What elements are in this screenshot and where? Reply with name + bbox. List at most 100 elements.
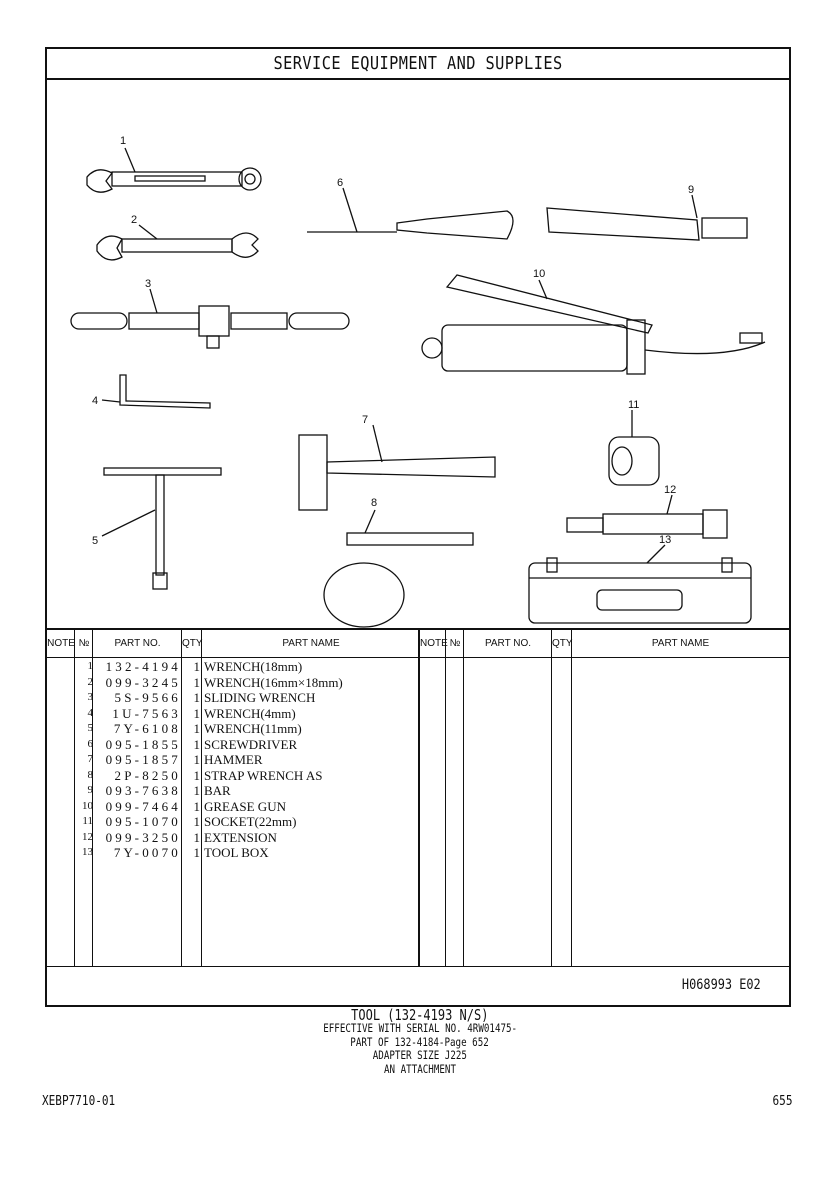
header-qty: QTY [182, 638, 203, 649]
header-no-2: № [449, 638, 461, 649]
quantity: 1 [193, 783, 201, 798]
sliding-wrench-illustration [70, 288, 350, 349]
part-number: 099-7464 [105, 798, 181, 814]
t-wrench-illustration [101, 467, 222, 590]
callout-6: 6 [337, 177, 343, 189]
caption-title-text: TOOL (132-4193 N/S) [351, 1006, 489, 1024]
illustration-ref-code: H068993 E02 [682, 977, 761, 993]
caption-line: ADAPTER SIZE J225 [372, 1048, 468, 1062]
part-number: 099-3245 [105, 674, 181, 690]
screwdriver-illustration [307, 187, 514, 240]
bar-illustration [546, 194, 748, 241]
caption-title: TOOL (132-4193 N/S) [0, 1006, 840, 1024]
callout-1: 1 [120, 135, 126, 147]
part-number: 132-4194 [105, 659, 181, 674]
part-number: 099-3250 [105, 829, 181, 845]
quantity: 1 [193, 736, 201, 752]
part-number: 093-7638 [105, 783, 181, 798]
strap-wrench-illustration [323, 509, 474, 628]
page-number: 655 [772, 1094, 792, 1109]
callout-4: 4 [92, 395, 98, 407]
row-number: 11 [82, 815, 93, 827]
callout-5: 5 [92, 535, 98, 547]
caption-lines: EFFECTIVE WITH SERIAL NO. 4RW01475- PART… [0, 1021, 840, 1076]
callout-12: 12 [664, 484, 676, 496]
row-number: 12 [82, 830, 93, 843]
part-name: EXTENSION [204, 829, 277, 845]
row-number: 3 [87, 691, 94, 703]
part-name: WRENCH(18mm) [204, 659, 303, 674]
toolbox-illustration [528, 544, 752, 624]
quantity: 1 [193, 845, 201, 860]
row-number: 10 [82, 799, 93, 812]
header-note: NOTE [47, 638, 75, 649]
part-name: STRAP WRENCH AS [204, 767, 323, 783]
part-number: 095-1857 [105, 752, 181, 767]
callout-3: 3 [145, 278, 151, 290]
caption-line: AN ATTACHMENT [383, 1061, 456, 1076]
part-name: WRENCH(16mm×18mm) [204, 674, 343, 690]
illustration-reference: H068993 E02 [47, 967, 789, 1005]
quantity: 1 [193, 690, 201, 705]
quantity: 1 [193, 721, 201, 736]
tools-illustration: 1 2 3 4 5 6 7 8 9 10 11 12 13 [70, 135, 766, 628]
caption-line: PART OF 132-4184-Page 652 [350, 1034, 490, 1049]
quantity: 1 [193, 798, 201, 814]
callout-9: 9 [688, 184, 694, 196]
part-name: BAR [204, 783, 231, 798]
part-name: SLIDING WRENCH [204, 690, 316, 705]
page-title-text: SERVICE EQUIPMENT AND SUPPLIES [273, 53, 563, 74]
row-number: 6 [87, 737, 94, 750]
row-number: 2 [87, 675, 94, 688]
callout-numbers: 1 2 3 4 5 6 7 8 9 10 11 12 13 [92, 135, 694, 547]
part-number: 1U-7563 [112, 705, 181, 721]
header-part-name-2: PART NAME [651, 638, 710, 649]
quantity: 1 [193, 674, 201, 690]
row-number: 9 [87, 784, 94, 796]
header-qty-2: QTY [552, 638, 573, 649]
row-number: 8 [87, 768, 94, 781]
row-number: 13 [82, 846, 93, 858]
quantity: 1 [193, 752, 201, 767]
callout-8: 8 [371, 497, 377, 509]
header-no: № [78, 638, 90, 649]
page-title: SERVICE EQUIPMENT AND SUPPLIES [47, 49, 789, 80]
callout-11: 11 [628, 399, 639, 411]
grease-gun-illustration [421, 274, 766, 375]
extension-illustration [566, 494, 728, 539]
part-number: 095-1855 [105, 736, 181, 752]
double-open-wrench-illustration [96, 224, 259, 261]
table-header: NOTE № PART NO. QTY PART NAME NOTE № PAR… [47, 628, 789, 658]
part-name: GREASE GUN [204, 798, 286, 814]
parts-frame: SERVICE EQUIPMENT AND SUPPLIES [45, 47, 791, 1007]
quantity: 1 [193, 814, 201, 829]
hammer-illustration [298, 424, 496, 511]
socket-illustration [608, 410, 660, 486]
part-name: SOCKET(22mm) [204, 814, 297, 829]
row-number: 4 [87, 706, 94, 719]
quantity: 1 [193, 767, 201, 783]
callout-10: 10 [533, 268, 545, 280]
row-number: 1 [87, 660, 94, 672]
part-number: 2P-8250 [114, 767, 181, 783]
callout-13: 13 [659, 534, 671, 546]
quantity: 1 [193, 705, 201, 721]
quantity: 1 [193, 659, 201, 674]
part-number: 7Y-0070 [113, 845, 181, 860]
part-name: WRENCH(4mm) [204, 705, 296, 721]
row-number: 7 [87, 753, 94, 765]
part-number: 5S-9566 [114, 690, 181, 705]
hex-key-illustration [101, 374, 211, 409]
part-name: SCREWDRIVER [204, 736, 298, 752]
document-id: XEBP7710-01 [42, 1094, 116, 1109]
part-name: HAMMER [204, 752, 263, 767]
combination-wrench-illustration [86, 147, 262, 193]
header-part-no-2: PART NO. [484, 638, 532, 649]
header-note-2: NOTE [420, 638, 448, 649]
caption-line: EFFECTIVE WITH SERIAL NO. 4RW01475- [323, 1021, 517, 1035]
header-part-name: PART NAME [282, 638, 340, 649]
row-number: 5 [87, 722, 94, 734]
part-name: WRENCH(11mm) [204, 721, 302, 736]
part-number: 7Y-6108 [113, 721, 181, 736]
